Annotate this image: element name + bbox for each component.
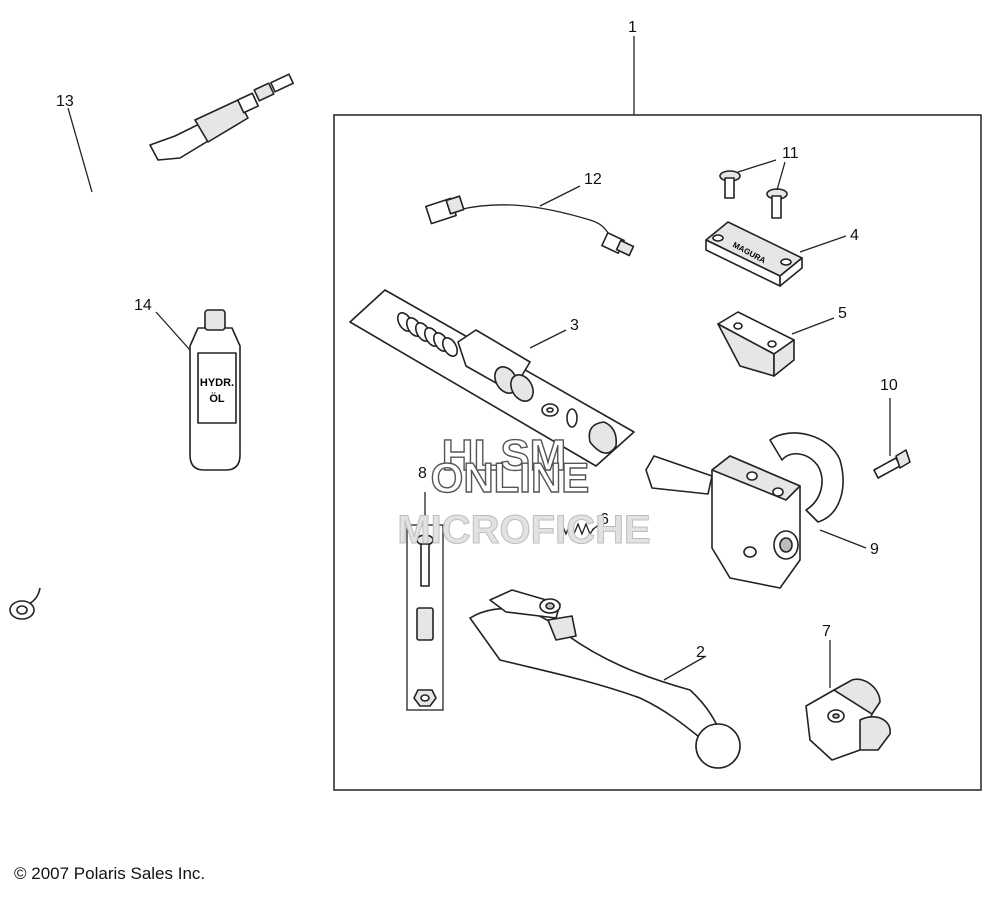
- piston-kit-3: [349, 289, 635, 467]
- bottle-label-line2: ÖL: [209, 392, 225, 405]
- brake-hose-13: [9, 73, 294, 620]
- callout-7: 7: [822, 623, 831, 640]
- callout-10: 10: [880, 377, 898, 394]
- lever-clamp-7: [805, 640, 891, 761]
- screws-11: [719, 159, 788, 219]
- callout-12: 12: [584, 171, 602, 188]
- spring-6: [557, 522, 601, 536]
- kit-frame: [333, 114, 982, 791]
- callout-8: 8: [418, 465, 427, 482]
- callout-14: 14: [134, 297, 152, 314]
- watermark-line1: HLSM: [442, 431, 567, 480]
- bottle-label-line1: HYDR.: [200, 377, 234, 389]
- reservoir-cap-4: MAGURA: [705, 221, 847, 287]
- callout-5: 5: [838, 305, 847, 322]
- reservoir-cover-5: [717, 311, 835, 377]
- callout-3: 3: [570, 317, 579, 334]
- pivot-bolt-kit-8: [406, 492, 444, 711]
- bolt-10: [873, 398, 911, 479]
- brake-lever-2: [469, 589, 741, 769]
- oil-bottle-14: HYDR. ÖL: [155, 309, 241, 471]
- callout-9: 9: [870, 541, 879, 558]
- master-cylinder-9: [645, 432, 867, 589]
- watermark: HLSM ONLINE MICROFICHE: [397, 430, 651, 552]
- watermark-line2: ONLINE: [431, 454, 590, 501]
- callout-6: 6: [600, 511, 609, 528]
- switch-cable-12: [425, 185, 635, 257]
- callout-11: 11: [782, 145, 799, 162]
- copyright-text: © 2007 Polaris Sales Inc.: [14, 864, 206, 883]
- watermark-line3: MICROFICHE: [397, 508, 650, 552]
- callout-1: 1: [628, 19, 637, 36]
- callout-2: 2: [696, 644, 705, 661]
- callout-4: 4: [850, 227, 859, 244]
- callout-13: 13: [56, 93, 74, 110]
